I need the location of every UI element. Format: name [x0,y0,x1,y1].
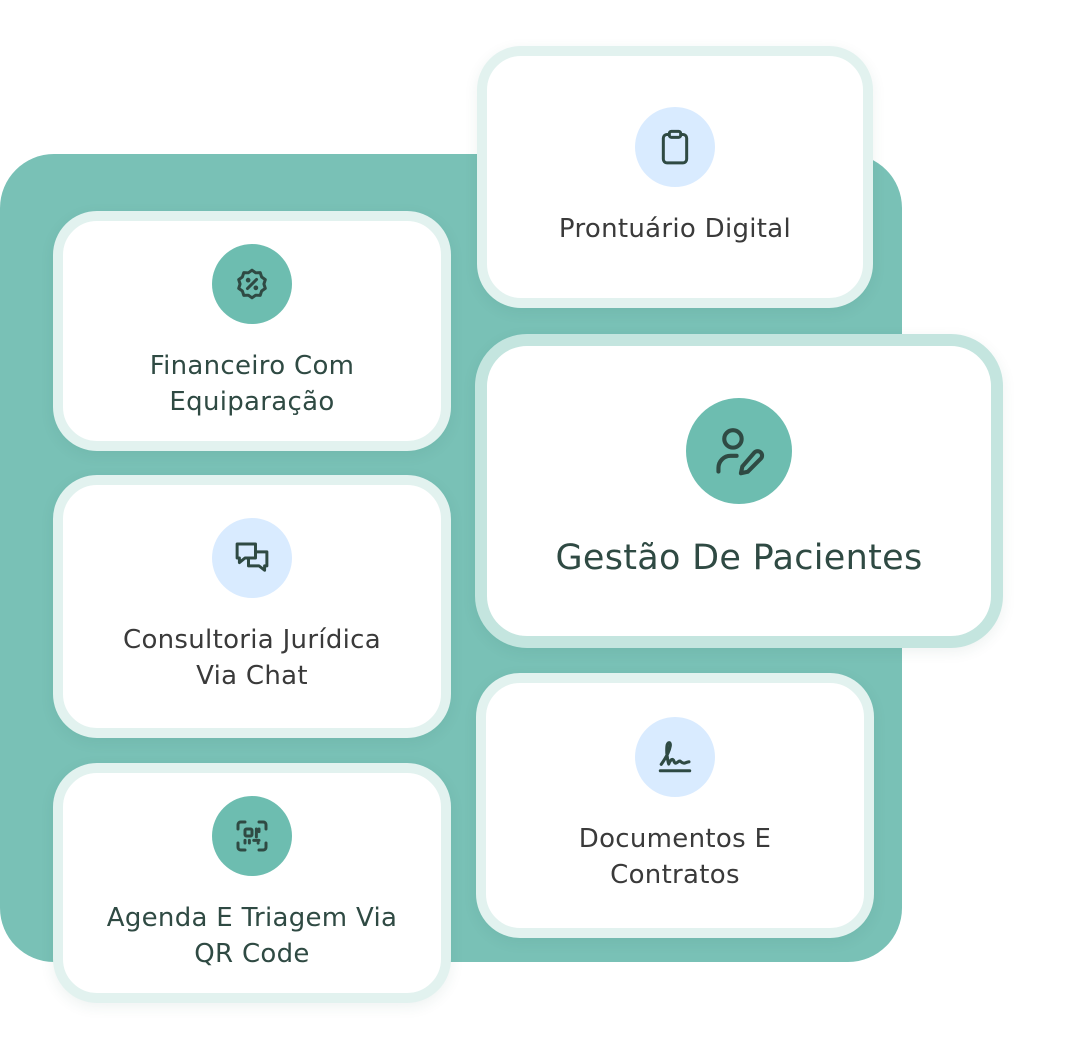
user-edit-icon [686,398,792,504]
feature-card-gestao-de-pacientes[interactable]: Gestão De Pacientes [475,334,1003,648]
discount-badge-icon [212,244,292,324]
feature-label-line-1: Consultoria Jurídica [122,625,381,655]
signature-icon [635,717,715,797]
qr-scan-icon [212,796,292,876]
feature-card-documentos-e-contratos[interactable]: Documentos E Contratos [476,673,874,938]
feature-label-line-2: Contratos [610,860,740,890]
feature-card-consultoria-juridica[interactable]: Consultoria Jurídica Via Chat [53,475,451,738]
feature-label-line-2: QR Code [194,939,310,969]
feature-label: Consultoria Jurídica Via Chat [123,622,381,694]
feature-label-line-1: Agenda E Triagem Via [106,903,398,933]
feature-label: Prontuário Digital [558,214,792,244]
feature-label: Financeiro Com Equiparação [150,348,355,420]
feature-card-agenda-e-triagem[interactable]: Agenda E Triagem Via QR Code [53,763,451,1003]
feature-label-line-1: Documentos E [578,824,772,854]
feature-label: Agenda E Triagem Via QR Code [107,900,398,972]
feature-label: Documentos E Contratos [579,821,771,893]
feature-label-line-2: Via Chat [196,661,308,691]
clipboard-icon [635,107,715,187]
feature-card-prontuario-digital[interactable]: Prontuário Digital [477,46,873,308]
chat-bubbles-icon [212,518,292,598]
feature-label-line-2: Equiparação [169,387,335,417]
feature-card-financeiro[interactable]: Financeiro Com Equiparação [53,211,451,451]
feature-label-line-1: Financeiro Com [149,351,355,381]
feature-label: Gestão De Pacientes [555,538,923,578]
